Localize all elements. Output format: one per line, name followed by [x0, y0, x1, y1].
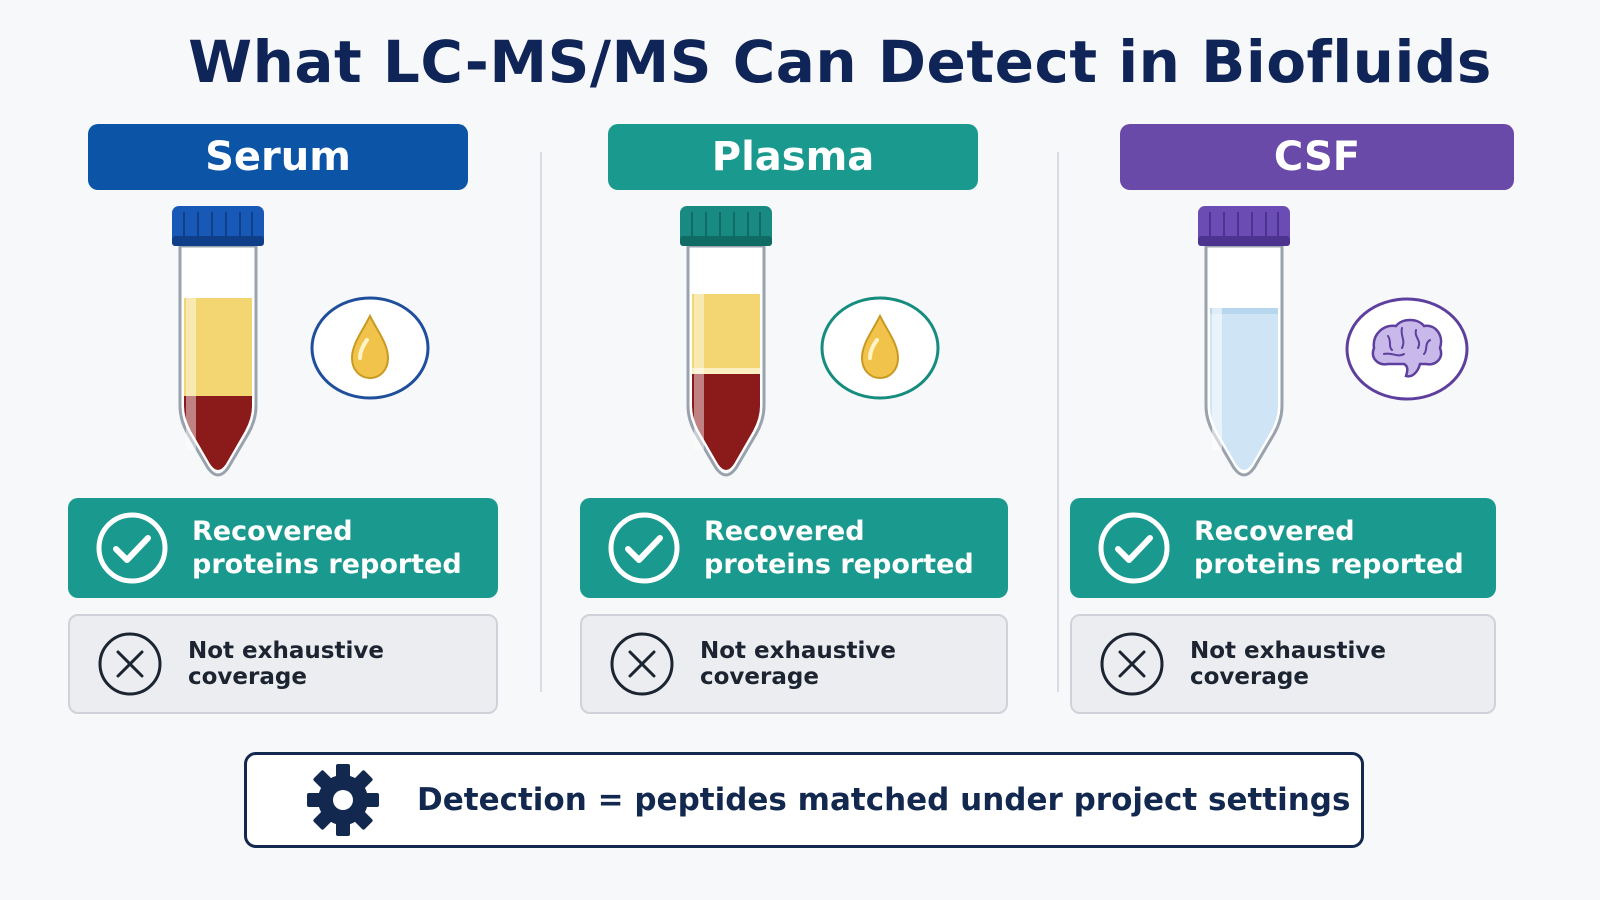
column-header-csf: CSF: [1120, 124, 1514, 190]
column-header-serum: Serum: [88, 124, 468, 190]
recovered-proteins-label: Recovered proteins reported: [1194, 516, 1464, 580]
coverage-limit-box-serum: Not exhaustive coverage: [68, 614, 498, 714]
droplet-icon: [310, 296, 430, 400]
biofluid-column-plasma: Plasma Recovered proteins reported Not: [580, 124, 1020, 714]
x-circle-icon: [98, 632, 162, 696]
gear-icon: [307, 764, 379, 836]
page-title: What LC-MS/MS Can Detect in Biofluids: [188, 28, 1492, 96]
coverage-limit-label: Not exhaustive coverage: [1190, 638, 1386, 690]
brain-icon: [1345, 297, 1469, 401]
recovered-proteins-label: Recovered proteins reported: [192, 516, 462, 580]
coverage-limit-label: Not exhaustive coverage: [188, 638, 384, 690]
column-header-plasma: Plasma: [608, 124, 978, 190]
biofluid-column-csf: CSF Recovered proteins reported Not exha…: [1070, 124, 1534, 714]
column-divider: [540, 152, 542, 692]
x-circle-icon: [1100, 632, 1164, 696]
recovered-proteins-label: Recovered proteins reported: [704, 516, 974, 580]
coverage-limit-box-plasma: Not exhaustive coverage: [580, 614, 1008, 714]
x-circle-icon: [610, 632, 674, 696]
recovered-proteins-box-serum: Recovered proteins reported: [68, 498, 498, 598]
check-circle-icon: [1098, 512, 1170, 584]
check-circle-icon: [608, 512, 680, 584]
detection-definition-text: Detection = peptides matched under proje…: [417, 782, 1351, 818]
detection-definition-box: Detection = peptides matched under proje…: [244, 752, 1364, 848]
biofluid-column-serum: Serum Recovered proteins reported Not ex…: [68, 124, 508, 714]
coverage-limit-label: Not exhaustive coverage: [700, 638, 896, 690]
check-circle-icon: [96, 512, 168, 584]
droplet-icon: [820, 296, 940, 400]
serum-tube-icon: [172, 206, 264, 477]
recovered-proteins-box-plasma: Recovered proteins reported: [580, 498, 1008, 598]
csf-tube-icon: [1198, 206, 1290, 477]
column-divider: [1057, 152, 1059, 692]
recovered-proteins-box-csf: Recovered proteins reported: [1070, 498, 1496, 598]
plasma-tube-icon: [680, 206, 772, 477]
coverage-limit-box-csf: Not exhaustive coverage: [1070, 614, 1496, 714]
